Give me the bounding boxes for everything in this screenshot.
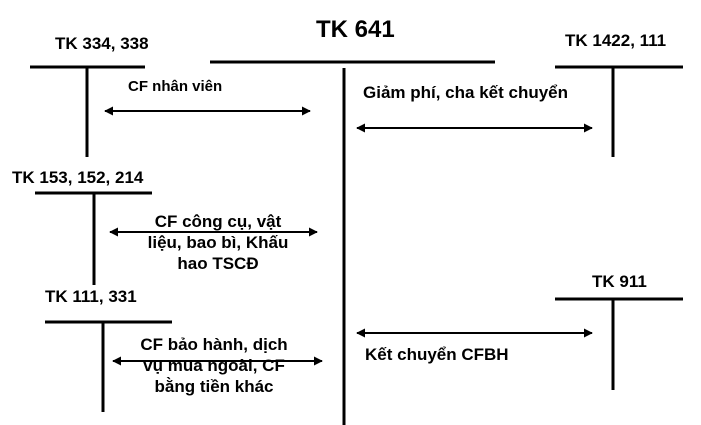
flow-label-staff-cost: CF nhân viên bbox=[128, 78, 223, 95]
t-account-911 bbox=[555, 297, 683, 390]
flow-label-warranty-line-3: bằng tiền khác bbox=[154, 377, 274, 396]
flow-label-tools-line-3: hao TSCĐ bbox=[177, 254, 259, 273]
flow-label-tools-line-2: liệu, bao bì, Khấu bbox=[147, 233, 289, 252]
account-label-111-331: TK 111, 331 bbox=[45, 287, 137, 306]
t-account-1422-111 bbox=[555, 65, 683, 157]
flow-label-cost-reduction: Giảm phí, cha kết chuyển bbox=[363, 83, 569, 102]
flow-label-warranty-services: CF bảo hành, dịch vụ mua ngoài, CF bằng … bbox=[114, 334, 314, 397]
t-account-153-152-214 bbox=[35, 191, 152, 285]
flow-label-warranty-line-2: vụ mua ngoài, CF bbox=[143, 356, 285, 375]
account-label-1422-111: TK 1422, 111 bbox=[565, 31, 667, 50]
flow-label-transfer-cost: Kết chuyển CFBH bbox=[365, 345, 509, 364]
flow-label-tools-materials: CF công cụ, vật liệu, bao bì, Khấu hao T… bbox=[118, 211, 318, 274]
account-label-153-152-214: TK 153, 152, 214 bbox=[12, 168, 144, 187]
t-account-641 bbox=[210, 60, 495, 425]
account-label-911: TK 911 bbox=[592, 272, 647, 291]
flow-label-warranty-line-1: CF bảo hành, dịch bbox=[140, 335, 288, 354]
account-label-334-338: TK 334, 338 bbox=[55, 34, 149, 53]
t-account-111-331 bbox=[45, 320, 172, 412]
flow-label-tools-line-1: CF công cụ, vật bbox=[154, 212, 282, 231]
account-label-641: TK 641 bbox=[316, 16, 395, 43]
t-account-334-338 bbox=[30, 65, 145, 157]
